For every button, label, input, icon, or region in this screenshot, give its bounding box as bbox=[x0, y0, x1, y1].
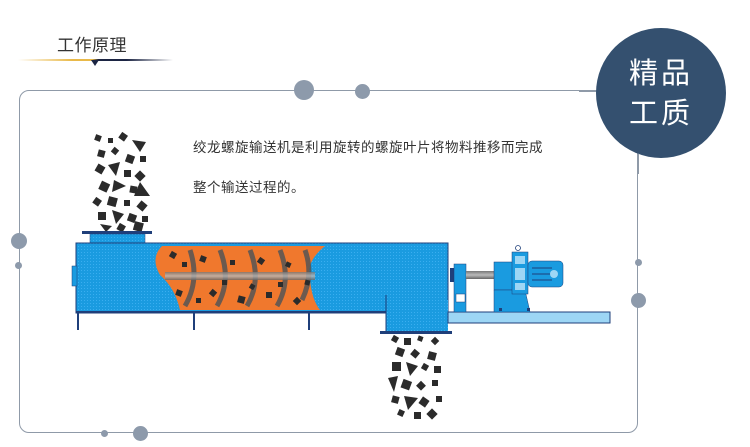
outlet-flange bbox=[380, 331, 452, 334]
inlet-neck bbox=[89, 233, 146, 244]
decor-dot bbox=[631, 293, 646, 308]
decor-dot bbox=[355, 84, 370, 99]
outlet-chute bbox=[386, 300, 448, 332]
screw-shaft bbox=[165, 272, 315, 280]
bearing-housing bbox=[453, 263, 467, 313]
description-line-2: 整个输送过程的。 bbox=[193, 180, 305, 196]
decor-dot bbox=[294, 80, 314, 100]
gearbox bbox=[493, 261, 515, 291]
outlet-material-icon bbox=[388, 334, 442, 420]
conveyed-material-particles bbox=[168, 250, 311, 306]
decor-dot bbox=[133, 426, 148, 441]
decor-dot bbox=[101, 430, 108, 437]
decor-dot bbox=[15, 262, 22, 269]
badge-line-2: 工质 bbox=[628, 96, 693, 130]
section-title: 工作原理 bbox=[57, 36, 127, 56]
description-line-1: 绞龙螺旋输送机是利用旋转的螺旋叶片将物料推移而完成 bbox=[193, 140, 543, 156]
badge-line-1: 精品 bbox=[628, 56, 693, 90]
support-leg bbox=[193, 313, 195, 330]
inlet-flange bbox=[82, 231, 152, 234]
support-leg bbox=[308, 313, 310, 330]
drive-base-plate bbox=[447, 311, 611, 324]
title-marker bbox=[91, 60, 99, 66]
badge-connector-line bbox=[579, 91, 599, 92]
drive-shaft bbox=[466, 271, 494, 279]
lifting-eye bbox=[515, 245, 521, 251]
end-bearing bbox=[71, 265, 78, 287]
quality-badge: 精品 工质 bbox=[596, 28, 726, 158]
support-leg bbox=[77, 313, 79, 330]
decor-dot bbox=[11, 233, 27, 249]
inlet-material-icon bbox=[92, 131, 150, 233]
decor-dot bbox=[635, 259, 642, 266]
badge-connector-line bbox=[638, 154, 639, 174]
